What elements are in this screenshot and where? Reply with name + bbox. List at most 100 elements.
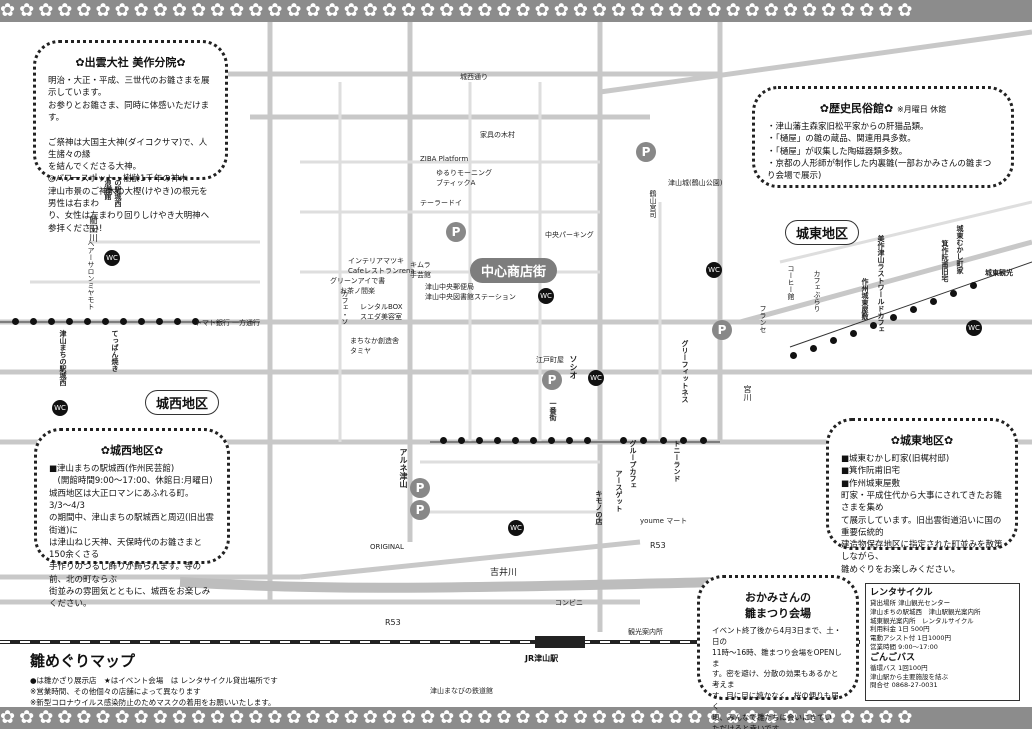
parking-icon: P xyxy=(410,478,430,498)
card-body: ■津山まちの駅城西(作州民芸館) (開館時間9:00〜17:00、休館日:月曜日… xyxy=(49,463,214,610)
shop-label: キムラ xyxy=(410,261,431,269)
card-body: ・津山藩主森家旧松平家からの肝猫品類。 ・「樋屋」の雛の蔵品、関連用具多数。 ・… xyxy=(767,121,992,182)
shop-label: インテリアマツキ xyxy=(348,257,404,265)
wc-icon: WC xyxy=(104,250,120,266)
youme-label: youme マート xyxy=(640,517,688,525)
exhibit-dot xyxy=(950,290,957,297)
legend-line: ※新型コロナウイルス感染防止のためマスクの着用をお願いいたします。 xyxy=(30,698,276,707)
shop-vertical-label: 一番街 xyxy=(549,400,557,421)
exhibit-dot xyxy=(870,322,877,329)
exhibit-dot xyxy=(48,318,55,325)
shop-vertical-label: てっぱん焼き xyxy=(111,330,119,372)
card-body: ■城東むかし町家(旧梶村邸) ■箕作阮甫旧宅 ■作州城東屋敷 町家・平成住代から… xyxy=(841,453,1003,575)
shop-vertical-label: 城西浪漫館 xyxy=(104,165,112,200)
shop-label: 城東観光 xyxy=(985,269,1013,277)
card-body: 明治・大正・平成、三世代のお雛さまを展示しています。 お参りとお雛さま、同時に体… xyxy=(48,75,210,234)
river-miya-label: 宮川 xyxy=(743,385,752,401)
shop-label: テーラードイ xyxy=(420,199,462,207)
legend-line: ※営業時間、その他個々の店舗によって異なります xyxy=(30,686,201,696)
shop-vertical-label: 美作津山ラストワールドカフェ xyxy=(877,235,885,333)
street-label-jousei-dori: 城西通り xyxy=(460,73,488,81)
map-title: 雛めぐりマップ xyxy=(30,652,136,670)
card-title: ✿歴史民俗館✿ ※月曜日 休館 xyxy=(819,102,947,115)
district-jousei: 城西地区 xyxy=(145,390,220,415)
shop-vertical-label: グリーフィットネス xyxy=(681,340,689,403)
ippou-label: 一方通行 xyxy=(232,319,260,327)
exhibit-dot xyxy=(458,437,465,444)
shop-label: 江戸町屋 xyxy=(536,356,564,364)
konbini-label: コンビニ xyxy=(555,599,583,607)
exhibit-dot xyxy=(584,437,591,444)
exhibit-dot xyxy=(174,318,181,325)
legend-line: ●は雛かざり展示店 ★はイベント会場 は レンタサイクル貸出場所です xyxy=(30,675,278,685)
shop-vertical-label: アースゲット xyxy=(615,470,623,512)
shop-vertical-label: カフェぶらり xyxy=(813,270,821,312)
card-title: ✿出雲大社 美作分院✿ xyxy=(75,56,186,69)
exhibit-dot xyxy=(156,318,163,325)
shop-vertical-label: トニーランド xyxy=(673,440,681,482)
exhibit-dot xyxy=(660,437,667,444)
legend: 雛めぐりマップ ●は雛かざり展示店 ★はイベント会場 は レンタサイクル貸出場所… xyxy=(30,650,340,708)
exhibit-dot xyxy=(138,318,145,325)
district-center: 中心商店街 xyxy=(470,258,558,283)
community-bus-title: ごんごバス xyxy=(870,652,916,663)
exhibit-dot xyxy=(494,437,501,444)
info-card-okami: おかみさんの 雛まつり会場 イベント終了後から4月3日まで、土・日の 11時〜1… xyxy=(697,575,859,729)
tourist-info-label: 観光案内所 xyxy=(628,628,663,636)
parking-icon: P xyxy=(410,500,430,520)
station-building xyxy=(535,636,585,648)
parking-label: 中央パーキング xyxy=(545,231,594,239)
exhibit-dot xyxy=(640,437,647,444)
exhibit-dot xyxy=(680,437,687,444)
info-card-joutou: ✿城東地区✿ ■城東むかし町家(旧梶村邸) ■箕作阮甫旧宅 ■作州城東屋敷 町家… xyxy=(826,418,1018,575)
shop-label: まちなか創造舎 xyxy=(350,337,399,345)
shop-vertical-label: アルネ津山 xyxy=(399,448,408,488)
exhibit-dot xyxy=(910,306,917,313)
shop-label: 津山中央郵便局 xyxy=(425,283,474,291)
shop-label: 手芸館 xyxy=(410,271,431,279)
exhibit-dot xyxy=(890,314,897,321)
river-aoi-label: 藺田川 xyxy=(87,215,97,242)
shop-vertical-label: カフェ・ソ xyxy=(341,290,349,325)
original-label: ORIGINAL xyxy=(370,543,404,551)
parking-icon: P xyxy=(542,370,562,390)
shop-vertical-label: ソシオ xyxy=(569,355,578,379)
parking-icon: P xyxy=(636,142,656,162)
wc-icon: WC xyxy=(966,320,982,336)
exhibit-dot xyxy=(810,345,817,352)
wc-icon: WC xyxy=(52,400,68,416)
wc-icon: WC xyxy=(588,370,604,386)
exhibit-dot xyxy=(102,318,109,325)
exhibit-dot xyxy=(566,437,573,444)
shop-label: ブティックA xyxy=(436,179,476,187)
castle-label: 津山城(鶴山公園) xyxy=(668,179,723,187)
exhibit-dot xyxy=(970,282,977,289)
station-label: JR津山駅 xyxy=(525,654,559,663)
shop-label: ゆるりモーニング xyxy=(436,169,492,177)
shop-label: タミヤ xyxy=(350,347,371,355)
shop-vertical-label: 城東むかし町家 xyxy=(956,225,964,274)
exhibit-dot xyxy=(850,330,857,337)
rental-title: レンタサイクル xyxy=(870,588,933,598)
shop-label: レンタルBOX xyxy=(360,303,403,311)
exhibit-dot xyxy=(30,318,37,325)
exhibit-dot xyxy=(790,352,797,359)
exhibit-dot xyxy=(440,437,447,444)
rental-lines: 貸出場所 津山観光センター 津山まちの駅城西 津山駅観光案内所 城東観光案内所 … xyxy=(870,599,981,651)
road-r53-a: R53 xyxy=(385,618,401,627)
exhibit-dot xyxy=(84,318,91,325)
bottom-flower-border: ✿✿✿✿✿✿✿✿✿✿✿✿✿✿✿✿✿✿✿✿✿✿✿✿✿✿✿✿✿✿✿✿✿✿✿✿✿✿✿✿… xyxy=(0,707,1032,729)
ziba-label: ZIBA Platform xyxy=(420,155,469,163)
info-card-izumo: ✿出雲大社 美作分院✿ 明治・大正・平成、三世代のお雛さまを展示しています。 お… xyxy=(33,40,228,234)
tomato-label: トマト銀行 xyxy=(195,319,230,327)
card-body: イベント終了後から4月3日まで、土・日の 11時〜16時、雛まつり会場をOPEN… xyxy=(712,625,842,729)
shop-label: グリーンアイで書 xyxy=(330,277,386,285)
exhibit-dot xyxy=(548,437,555,444)
shop-vertical-label: フランセ xyxy=(759,305,767,333)
exhibit-dot xyxy=(512,437,519,444)
exhibit-dot xyxy=(530,437,537,444)
railway-museum-label: 津山まなびの鉄道館 xyxy=(430,687,493,695)
shop-vertical-label: 作州城東屋敷 xyxy=(861,278,869,320)
exhibit-dot xyxy=(830,337,837,344)
